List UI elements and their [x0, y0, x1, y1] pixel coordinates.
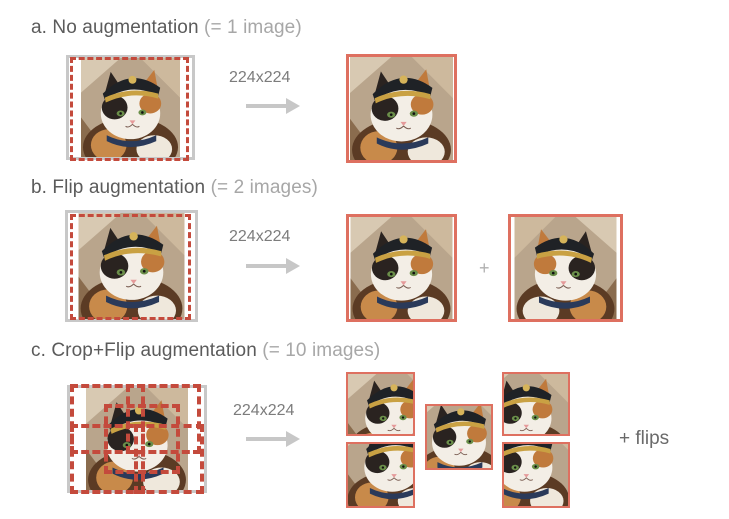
cat-photo [349, 217, 454, 319]
output-image-b-flipped [508, 214, 623, 322]
section-b-count: (= 2 images) [210, 177, 318, 198]
output-image-b [346, 214, 457, 322]
size-label-a: 224x224 [229, 69, 291, 86]
cat-photo [502, 442, 570, 508]
cat-photo [349, 57, 454, 160]
flips-label: + flips [619, 428, 670, 449]
cat-photo [69, 58, 192, 157]
size-label-c: 224x224 [233, 402, 295, 419]
cat-photo [70, 388, 204, 490]
section-c-count: (= 10 images) [262, 340, 381, 361]
crop-output-bottom-left [346, 442, 415, 508]
output-image-a [346, 54, 457, 163]
section-a-title-text: a. No augmentation [31, 17, 199, 38]
source-image-c [67, 385, 207, 493]
source-image-a [66, 55, 195, 160]
section-a-title: a. No augmentation (= 1 image) [31, 17, 302, 39]
crop-output-center [425, 404, 493, 470]
section-a-count: (= 1 image) [204, 17, 302, 38]
crop-output-bottom-right [502, 442, 570, 508]
size-label-b: 224x224 [229, 228, 291, 245]
section-b-title-text: b. Flip augmentation [31, 177, 206, 198]
plus-sign: + [479, 258, 490, 278]
cat-photo-flipped [511, 217, 620, 319]
crop-output-top-right [502, 372, 570, 436]
cat-photo [425, 404, 493, 470]
source-image-b [65, 210, 198, 322]
cat-photo [346, 372, 415, 436]
right-arrow-icon [246, 258, 300, 278]
section-b-title: b. Flip augmentation (= 2 images) [31, 177, 318, 199]
cat-photo [502, 372, 570, 436]
cat-photo [68, 213, 195, 319]
section-c-title-text: c. Crop+Flip augmentation [31, 340, 257, 361]
section-c-title: c. Crop+Flip augmentation (= 10 images) [31, 340, 380, 362]
cat-photo [346, 442, 415, 508]
right-arrow-icon [246, 98, 300, 118]
crop-output-top-left [346, 372, 415, 436]
right-arrow-icon [246, 431, 300, 451]
